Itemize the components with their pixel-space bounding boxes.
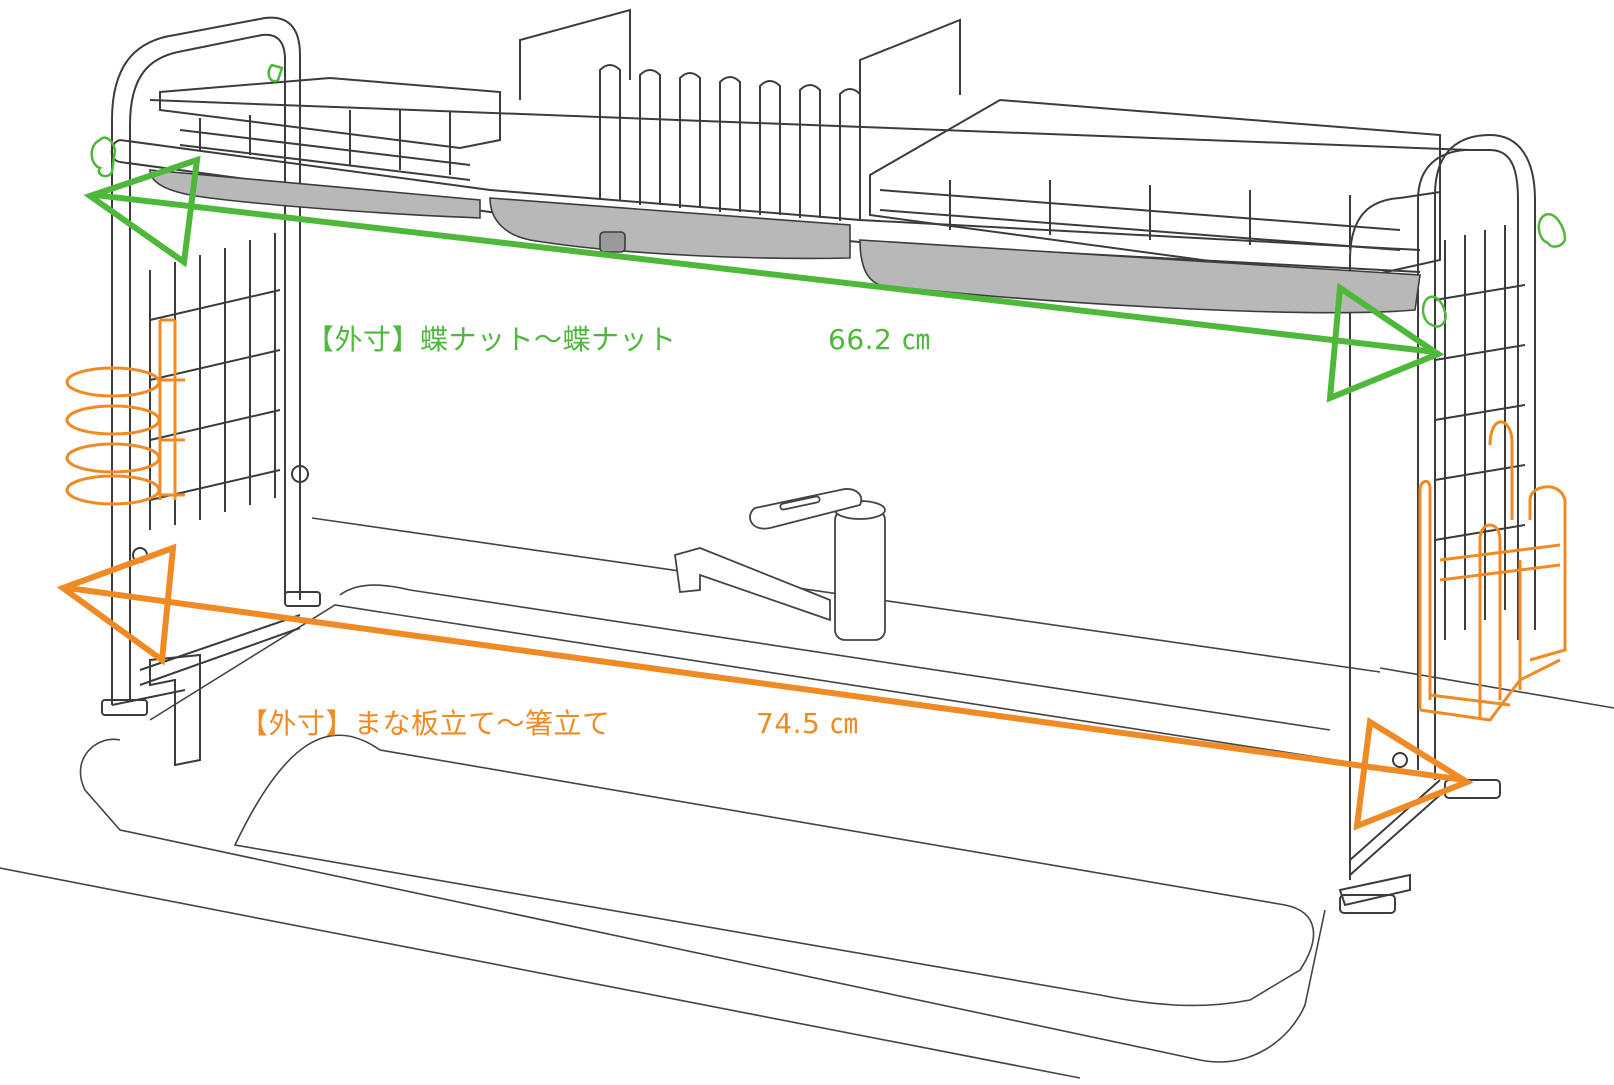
green-arrowhead-left	[83, 155, 201, 268]
wing-nut-right-lower	[1421, 295, 1447, 328]
top-shelf-front-rail-upper	[119, 139, 1421, 251]
sink-outer	[79, 738, 1326, 1063]
grid-right	[879, 180, 1401, 251]
faucet-spout	[674, 547, 831, 622]
left-frame-foot-1	[101, 699, 148, 716]
left-frame-foot-2	[284, 591, 321, 607]
board-stand-hook	[1488, 420, 1514, 520]
chopstick-holder	[65, 318, 185, 506]
top-shelf-basket-left	[159, 76, 501, 150]
drain-spout	[599, 231, 626, 253]
right-bolt	[1392, 752, 1408, 768]
orange-arrow-shaft	[67, 585, 1466, 783]
drain-tray-left	[149, 169, 481, 219]
green-arrowhead-right	[1326, 282, 1445, 403]
cutting-board-stand	[1418, 420, 1567, 722]
board-stand-rails	[1439, 543, 1561, 700]
right-bottom-bar	[1349, 779, 1441, 876]
dimension-arrow-green	[83, 155, 1445, 403]
dish-rack-wires	[599, 64, 861, 221]
sink-inner	[233, 734, 1315, 1007]
orange-arrowhead-right	[1353, 716, 1474, 831]
orange-accessories	[65, 318, 1567, 722]
left-frame	[101, 16, 321, 767]
faucet	[674, 488, 886, 641]
left-frame-rail-1	[111, 689, 186, 706]
right-clamp	[1338, 873, 1411, 907]
wing-nuts	[90, 63, 1567, 328]
left-frame-post-front	[111, 16, 301, 705]
right-frame-post-front	[1434, 133, 1536, 780]
left-bolt	[291, 465, 309, 483]
green-arrow-shaft	[94, 192, 1436, 355]
right-frame-post-back	[1349, 191, 1441, 880]
chopstick-hanger	[158, 318, 185, 500]
sink-back-rim	[339, 584, 1331, 731]
left-bottom-bar	[139, 614, 301, 686]
right-frame-foot-back	[1339, 894, 1396, 914]
board-stand-frame-back	[1418, 480, 1432, 710]
faucet-body	[834, 509, 886, 641]
wing-nut-left-top	[267, 63, 284, 83]
faucet-lever-slot	[779, 495, 821, 511]
board-stand-base	[1419, 658, 1561, 722]
top-shelf-basket-right	[869, 98, 1441, 282]
wing-nut-right-upper	[1537, 212, 1567, 248]
drain-trays	[149, 169, 1421, 314]
sink-back	[149, 604, 1401, 771]
orange-dimension-description: 【外寸】まな板立て～箸立て	[240, 707, 611, 740]
drain-tray-right	[859, 239, 1421, 314]
orange-dimension-value: 74.5 ㎝	[756, 707, 859, 740]
left-clamp	[149, 653, 201, 767]
counter-front-edge	[0, 867, 1081, 1079]
green-dimension-value: 66.2 ㎝	[828, 323, 931, 356]
grid-left	[179, 110, 471, 181]
orange-arrowhead-left	[56, 543, 177, 666]
wing-nut-left	[90, 136, 117, 178]
board-stand-frame-front	[1478, 485, 1567, 720]
left-frame-post-front-inner	[129, 33, 286, 700]
top-shelf-end-left	[110, 139, 121, 163]
green-dimension-description: 【外寸】蝶ナット～蝶ナット	[306, 323, 677, 356]
dimension-arrow-orange	[56, 543, 1474, 831]
top-shelf-back-rail	[149, 99, 1471, 151]
faucet-lever	[749, 488, 863, 530]
